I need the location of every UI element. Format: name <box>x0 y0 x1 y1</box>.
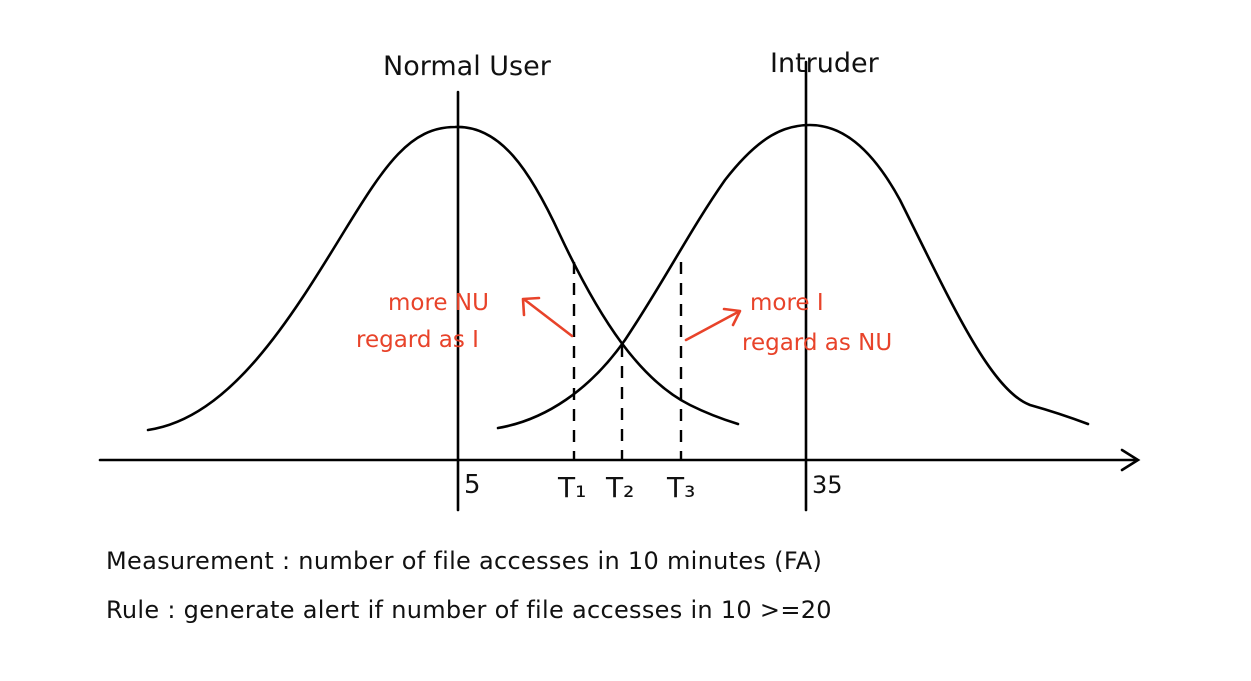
tick-label-normal-mean: 5 <box>464 470 481 500</box>
rule-note: Rule : generate alert if number of file … <box>106 596 832 624</box>
normal-user-label: Normal User <box>383 51 552 82</box>
right-annotation-arrow <box>684 310 740 342</box>
tick-label-t2: T₂ <box>605 471 634 504</box>
right-annotation-line1: more I <box>750 290 824 316</box>
tick-label-intruder-mean: 35 <box>812 471 843 499</box>
left-annotation-line2: regard as I <box>356 327 479 353</box>
x-axis-arrowhead <box>1120 448 1141 472</box>
normal-user-curve <box>146 125 740 432</box>
tick-label-t3: T₃ <box>666 471 695 504</box>
left-annotation-line1: more NU <box>388 290 489 316</box>
right-annotation-line2: regard as NU <box>742 330 892 356</box>
intruder-curve <box>496 123 1090 430</box>
intruder-label: Intruder <box>770 48 880 79</box>
left-annotation-arrowhead <box>521 296 541 317</box>
annotation-arrows <box>521 296 742 342</box>
left-annotation-arrow <box>523 298 574 338</box>
right-annotation-arrowhead <box>722 307 742 327</box>
measurement-note: Measurement : number of file accesses in… <box>106 547 823 575</box>
tick-label-t1: T₁ <box>557 471 586 504</box>
